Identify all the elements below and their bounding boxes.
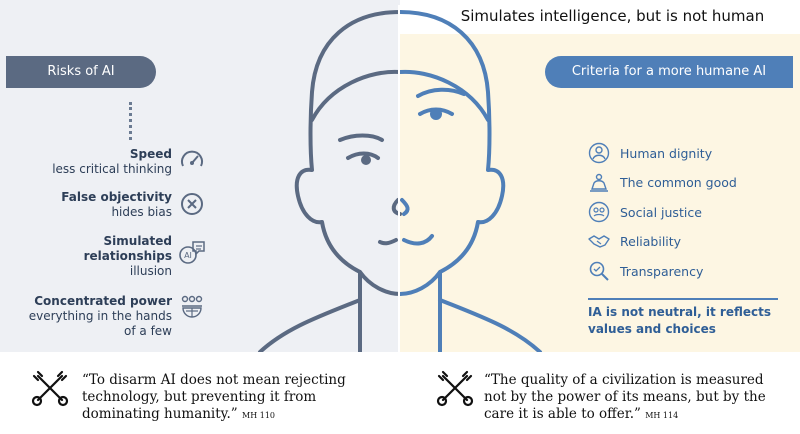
criterion-label: The common good xyxy=(620,175,737,190)
note-line: IA is not neutral, it reflects xyxy=(588,305,771,319)
criterion-label: Social justice xyxy=(620,205,702,220)
quote-line: technology, but preventing it from xyxy=(82,389,317,405)
neutrality-note: IA is not neutral, it reflects values an… xyxy=(588,304,788,338)
quote-line: not by the power of its means, but by th… xyxy=(484,389,766,405)
note-line: values and choices xyxy=(588,322,716,336)
risk-desc-line: everything in the hands xyxy=(28,309,172,323)
right-eye xyxy=(430,108,442,120)
risk-desc: illusion xyxy=(129,264,172,278)
risk-item-relationships: Simulated relationships illusion xyxy=(0,234,172,279)
risk-item-power: Concentrated power everything in the han… xyxy=(0,294,172,339)
dotted-connector xyxy=(129,102,135,140)
ai-chat-icon: AI xyxy=(179,241,205,264)
top-bar xyxy=(400,0,800,34)
risk-title: False objectivity xyxy=(61,190,172,204)
quote-line: “The quality of a civilization is measur… xyxy=(484,372,764,388)
risk-item-speed: Speed less critical thinking xyxy=(0,147,172,177)
handshake-icon xyxy=(588,235,610,248)
criterion-label: Reliability xyxy=(620,234,682,249)
hands-icon xyxy=(588,201,610,223)
crossed-keys-icon xyxy=(31,370,69,407)
magnifier-icon xyxy=(589,261,609,281)
community-icon xyxy=(590,173,608,192)
quote-line: care it is able to offer.” xyxy=(484,406,641,422)
quote-right: “The quality of a civilization is measur… xyxy=(484,372,766,424)
criterion-label: Transparency xyxy=(620,264,704,279)
quote-line: “To disarm AI does not mean rejecting xyxy=(82,372,346,388)
note-divider xyxy=(588,298,778,300)
quote-left: “To disarm AI does not mean rejecting te… xyxy=(82,372,346,424)
quotes-section xyxy=(0,352,800,434)
risk-title: Speed xyxy=(129,147,172,161)
people-globe-icon xyxy=(181,295,203,318)
risk-title-line: relationships xyxy=(83,249,172,263)
crossed-keys-icon xyxy=(436,370,474,407)
risk-item-objectivity: False objectivity hides bias xyxy=(0,190,172,220)
criteria-heading: Criteria for a more humane AI xyxy=(545,56,793,88)
risk-desc: hides bias xyxy=(111,205,172,219)
face-illustration xyxy=(258,10,542,352)
cross-circle-icon xyxy=(181,193,203,215)
quote-reference: MH 114 xyxy=(645,411,679,420)
quote-reference: MH 110 xyxy=(242,411,275,420)
quote-line: dominating humanity.” xyxy=(82,406,238,422)
risk-desc: less critical thinking xyxy=(52,162,172,176)
risk-desc-line: of a few xyxy=(124,324,172,338)
page-title: Simulates intelligence, but is not human xyxy=(460,7,765,25)
person-icon xyxy=(588,142,610,164)
speedometer-icon xyxy=(181,150,203,167)
left-eye xyxy=(361,155,371,165)
risk-title-line: Simulated xyxy=(103,234,172,248)
svg-text:AI: AI xyxy=(184,251,192,260)
risks-heading: Risks of AI xyxy=(6,56,156,88)
criterion-label: Human dignity xyxy=(620,146,713,161)
center-divider xyxy=(398,5,400,352)
risk-title: Concentrated power xyxy=(34,294,172,308)
